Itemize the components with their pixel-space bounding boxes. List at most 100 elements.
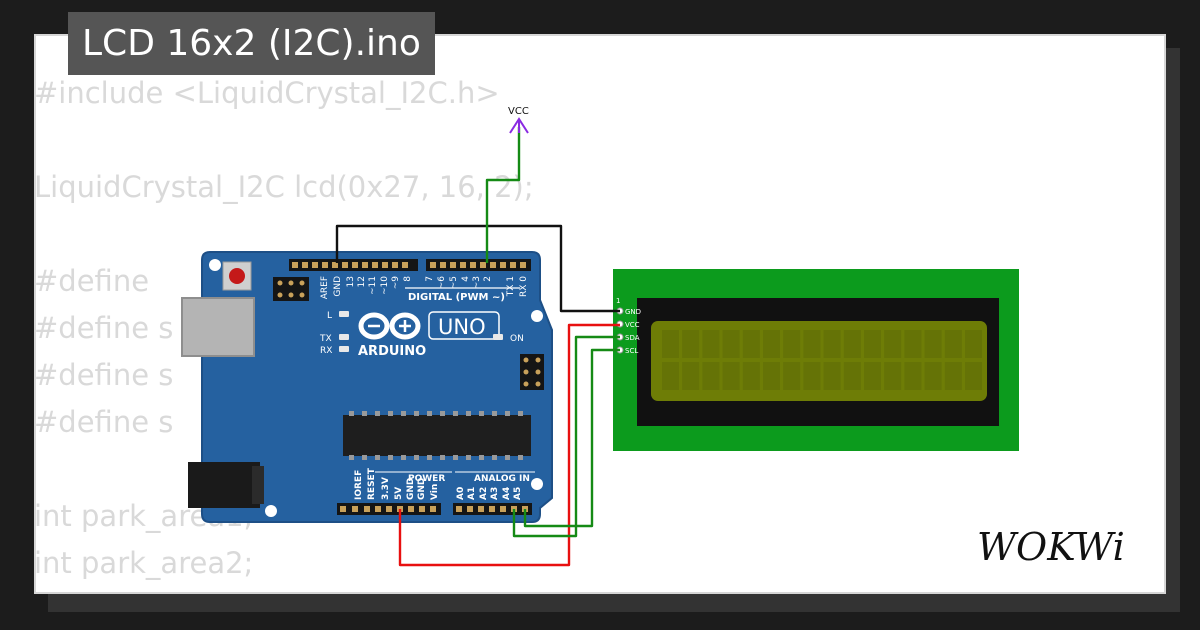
wire-5v[interactable]: [398, 323, 620, 567]
header-pin[interactable]: [408, 506, 414, 512]
chip-pin: [505, 411, 510, 416]
arduino-brand: ARDUINO: [358, 344, 426, 359]
header-pin[interactable]: [478, 506, 484, 512]
uno-label: UNO: [438, 315, 486, 339]
chip-pin: [479, 411, 484, 416]
header-pin[interactable]: [340, 506, 346, 512]
uno-badge: [428, 311, 500, 340]
power-pin-label: RESET: [367, 467, 377, 500]
top-pin-label: 12: [357, 276, 367, 287]
header-pin[interactable]: [352, 262, 358, 268]
chip-pin: [362, 455, 367, 460]
power-jack-body: [252, 466, 264, 504]
reset-button[interactable]: [222, 261, 252, 291]
header-pin[interactable]: [490, 262, 496, 268]
header-pin[interactable]: [322, 262, 328, 268]
code-line: int park_area2;: [34, 546, 254, 580]
header-pin[interactable]: [430, 262, 436, 268]
lcd-char-cell: [783, 330, 801, 358]
top-pin-label: ~6: [437, 276, 447, 290]
power-pin-label: Vin: [430, 484, 440, 500]
led-l: [339, 311, 349, 317]
top-pin-label: ~11: [368, 276, 378, 295]
lcd-char-cell: [742, 330, 760, 358]
chip-pin: [388, 455, 393, 460]
top-pin-label: RX 0: [519, 276, 529, 297]
chip-pin: [414, 455, 419, 460]
lcd-char-cell: [803, 330, 821, 358]
lcd-char-cell: [702, 362, 720, 390]
usb-port: [181, 297, 255, 357]
top-pin-label: AREF: [320, 276, 330, 299]
lcd-pin-number: 1: [616, 297, 620, 305]
header-pin[interactable]: [440, 262, 446, 268]
wokwi-logo-icon: WOKWi: [977, 525, 1125, 569]
header-pin[interactable]: [467, 506, 473, 512]
code-line: LiquidCrystal_I2C lcd(0x27, 16, 2);: [34, 170, 534, 204]
arduino-logo-icon: [358, 312, 421, 340]
reset-button-cap[interactable]: [229, 268, 245, 284]
led-tx-label: TX: [319, 334, 332, 344]
header-pin[interactable]: [375, 506, 381, 512]
header-pin[interactable]: [520, 262, 526, 268]
led-on: [493, 334, 503, 340]
header-pin[interactable]: [510, 262, 516, 268]
power-pin-label: GND: [417, 478, 427, 500]
header-pin[interactable]: [500, 506, 506, 512]
lcd-char-cell: [742, 362, 760, 390]
analog-pin-label: A4: [502, 487, 512, 500]
chip-pin: [388, 411, 393, 416]
code-line: #define: [34, 264, 150, 298]
header-pin[interactable]: [332, 262, 338, 268]
header-pin[interactable]: [364, 506, 370, 512]
header-pin[interactable]: [342, 262, 348, 268]
header-pin[interactable]: [430, 506, 436, 512]
wire-gnd[interactable]: [335, 224, 620, 313]
header-pin[interactable]: [419, 506, 425, 512]
header-pin[interactable]: [392, 262, 398, 268]
header-pin[interactable]: [352, 506, 358, 512]
lcd-char-cell: [682, 362, 700, 390]
code-line: #define s: [34, 311, 174, 345]
code-background: #include <LiquidCrystal_I2C.h>LiquidCrys…: [34, 70, 534, 587]
analog-pin-label: A2: [479, 487, 489, 500]
header-pin[interactable]: [302, 262, 308, 268]
wire-sda[interactable]: [512, 335, 620, 538]
lcd-char-cell: [944, 330, 962, 358]
chip-pin: [401, 411, 406, 416]
wire-scl[interactable]: [523, 348, 620, 528]
header-pin[interactable]: [402, 262, 408, 268]
header-pin[interactable]: [480, 262, 486, 268]
top-pin-label: ~5: [449, 276, 459, 289]
led-l-label: L: [327, 311, 332, 321]
lcd-char-cell: [965, 362, 982, 390]
atmega-chip: [343, 415, 531, 456]
wire-vcc-top[interactable]: [485, 127, 521, 263]
header-pin[interactable]: [292, 262, 298, 268]
lcd-char-cell: [843, 362, 861, 390]
header-pin[interactable]: [382, 262, 388, 268]
lcd-char-cell: [662, 362, 679, 390]
header-pin[interactable]: [362, 262, 368, 268]
lcd-char-cell: [763, 330, 780, 358]
header-pin[interactable]: [372, 262, 378, 268]
top-pin-label: 2: [483, 276, 493, 282]
header-pin[interactable]: [470, 262, 476, 268]
header-pin[interactable]: [450, 262, 456, 268]
mounting-hole: [209, 259, 221, 271]
lcd-char-cell: [803, 362, 821, 390]
header-pin[interactable]: [456, 506, 462, 512]
lcd-pin-label: SCL: [625, 347, 638, 355]
power-jack: [188, 462, 260, 508]
header-pin[interactable]: [386, 506, 392, 512]
mounting-hole: [265, 505, 277, 517]
header-pin[interactable]: [500, 262, 506, 268]
lcd-pin-label: GND: [625, 308, 641, 316]
header-pin[interactable]: [489, 506, 495, 512]
top-pin-label: 4: [461, 276, 471, 282]
header-pin[interactable]: [312, 262, 318, 268]
header-pin[interactable]: [460, 262, 466, 268]
